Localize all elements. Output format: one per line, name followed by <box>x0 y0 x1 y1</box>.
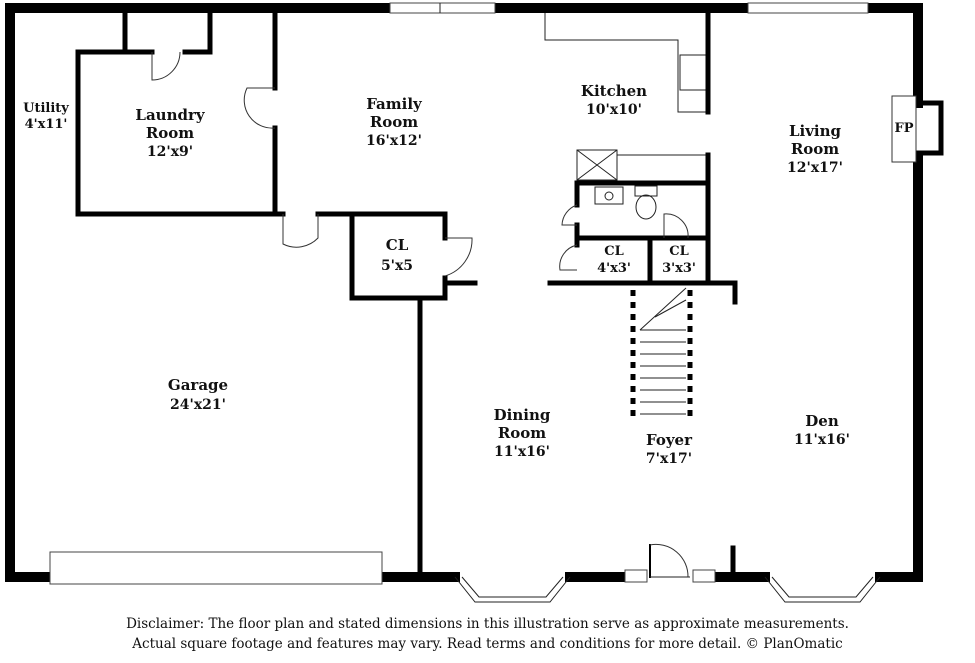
exterior-walls <box>5 3 944 582</box>
room-label-closet-b: CL 3'x3' <box>662 244 696 276</box>
family-name-1: Family <box>366 95 423 113</box>
dining-name-1: Dining <box>494 406 551 424</box>
disclaimer-line-1: Disclaimer: The floor plan and stated di… <box>126 616 849 632</box>
dining-name-2: Room <box>498 424 546 442</box>
bath-closet-walls <box>547 152 738 305</box>
disclaimer: Disclaimer: The floor plan and stated di… <box>0 614 975 654</box>
room-label-closet-a: CL 4'x3' <box>597 244 631 276</box>
living-name-2: Room <box>791 140 839 158</box>
room-label-kitchen: Kitchen 10'x10' <box>581 82 647 118</box>
laundry-dim: 12'x9' <box>147 144 193 160</box>
room-label-closet-main: CL 5'x5 <box>381 236 413 274</box>
closet-main-name: CL <box>386 236 409 254</box>
family-name-2: Room <box>370 113 418 131</box>
living-name-1: Living <box>789 122 842 140</box>
room-label-family: Family Room 16'x12' <box>366 95 423 149</box>
closet-walls <box>275 211 478 580</box>
closet-a-name: CL <box>604 244 624 259</box>
den-name: Den <box>805 412 839 430</box>
room-label-den: Den 11'x16' <box>794 412 850 448</box>
laundry-walls <box>75 7 281 217</box>
laundry-name-1: Laundry <box>135 106 205 124</box>
window-living-top <box>747 2 869 14</box>
room-label-foyer: Foyer 7'x17' <box>646 431 693 467</box>
laundry-name-2: Room <box>146 124 194 142</box>
disclaimer-line-2: Actual square footage and features may v… <box>132 636 843 652</box>
room-label-garage: Garage 24'x21' <box>168 376 228 413</box>
closet-b-name: CL <box>669 244 689 259</box>
den-dim: 11'x16' <box>794 432 850 448</box>
garage-name: Garage <box>168 376 228 394</box>
dining-dim: 11'x16' <box>494 444 550 460</box>
fireplace <box>891 95 917 163</box>
closet-a-dim: 4'x3' <box>597 261 631 276</box>
bay-window-den <box>764 576 881 603</box>
kitchen-name: Kitchen <box>581 82 647 100</box>
staircase <box>630 287 693 418</box>
room-label-dining: Dining Room 11'x16' <box>494 406 551 460</box>
room-label-utility: Utility 4'x11' <box>23 101 69 132</box>
room-label-laundry: Laundry Room 12'x9' <box>135 106 205 160</box>
window-family-top <box>389 2 496 14</box>
garage-door <box>49 551 383 585</box>
closet-main-dim: 5'x5 <box>381 258 413 274</box>
family-dim: 16'x12' <box>366 133 422 149</box>
kitchen-counters <box>544 7 711 181</box>
front-door <box>624 543 716 583</box>
bay-window-dining <box>454 576 571 603</box>
utility-name: Utility <box>23 101 69 116</box>
fireplace-label: FP <box>894 121 913 136</box>
utility-dim: 4'x11' <box>25 117 68 132</box>
foyer-name: Foyer <box>646 431 693 449</box>
kitchen-dim: 10'x10' <box>586 102 642 118</box>
room-label-living: Living Room 12'x17' <box>787 122 843 176</box>
closet-b-dim: 3'x3' <box>662 261 696 276</box>
garage-dim: 24'x21' <box>170 397 226 413</box>
foyer-dim: 7'x17' <box>646 451 692 467</box>
living-dim: 12'x17' <box>787 160 843 176</box>
